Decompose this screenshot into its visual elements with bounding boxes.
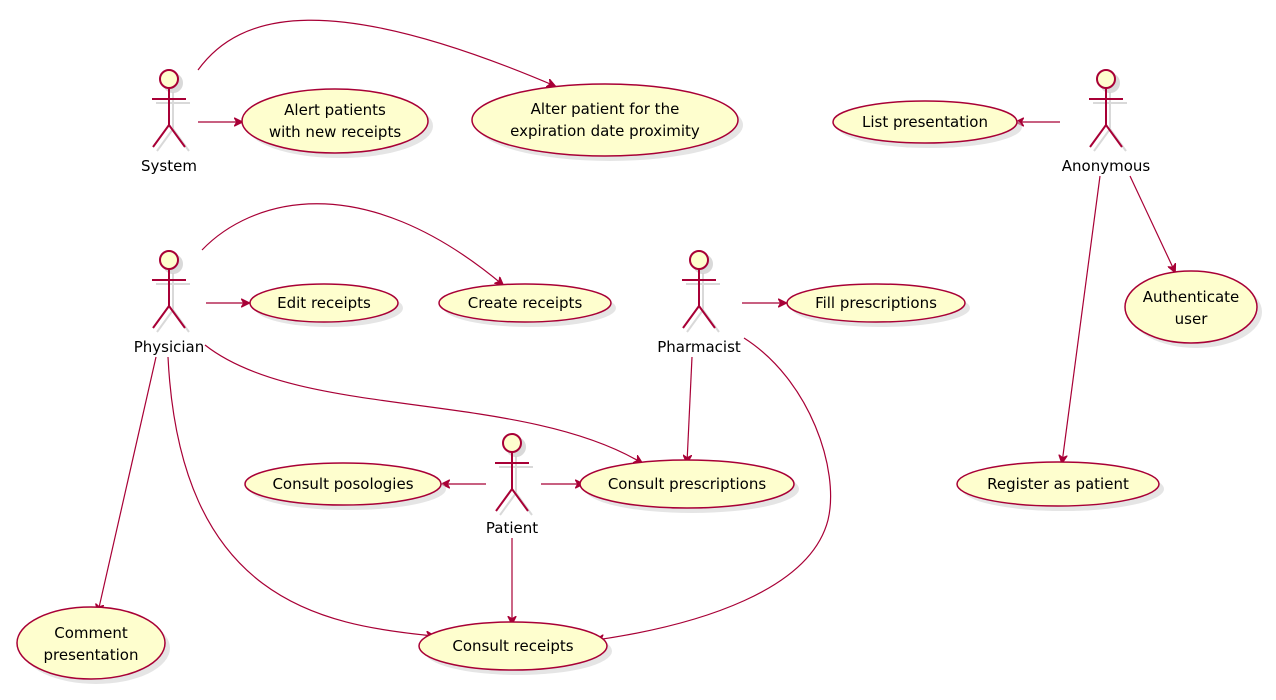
usecase-label: expiration date proximity xyxy=(510,122,700,140)
usecase-comment-presentation: Comment presentation xyxy=(16,606,170,684)
actor-label: Anonymous xyxy=(1062,157,1151,175)
actor-physician: Physician xyxy=(134,250,205,356)
edge-physician-consult-pres xyxy=(204,344,642,463)
actor-label: Patient xyxy=(486,519,538,537)
actor-pharmacist: Pharmacist xyxy=(657,250,741,356)
usecase-label: Comment xyxy=(54,624,128,642)
usecase-label: user xyxy=(1175,310,1209,328)
actor-anonymous: Anonymous xyxy=(1062,69,1151,175)
actor-head-icon xyxy=(689,250,709,270)
usecase-fill-prescriptions: Fill prescriptions xyxy=(786,283,970,327)
actor-label: System xyxy=(141,157,197,175)
edge-physician-consult-rec xyxy=(167,356,434,636)
actor-head-icon xyxy=(1096,69,1116,89)
usecase-label: Consult posologies xyxy=(272,475,413,493)
actor-label: Pharmacist xyxy=(657,338,741,356)
usecase-label: Consult prescriptions xyxy=(608,475,767,493)
usecase-label: Edit receipts xyxy=(277,294,371,312)
edge-physician-comment-pres xyxy=(98,356,157,612)
edge-system-alter-exp xyxy=(197,19,555,86)
usecase-label: Alter patient for the xyxy=(531,100,680,118)
usecase-consult-prescriptions: Consult prescriptions xyxy=(579,459,799,513)
usecase-alert-patients: Alert patients with new receipts xyxy=(241,88,433,158)
actor-head-icon xyxy=(502,433,522,453)
actor-system: System xyxy=(141,69,197,175)
usecase-label: List presentation xyxy=(862,113,988,131)
usecase-label: Register as patient xyxy=(987,475,1129,493)
usecase-label: Consult receipts xyxy=(452,637,573,655)
usecase-label: Fill prescriptions xyxy=(815,294,937,312)
usecase-consult-posologies: Consult posologies xyxy=(244,462,446,510)
usecase-consult-receipts: Consult receipts xyxy=(418,621,612,675)
actor-patient: Patient xyxy=(486,433,538,537)
usecase-create-receipts: Create receipts xyxy=(438,283,616,327)
actor-head-icon xyxy=(159,69,179,89)
usecase-label: Create receipts xyxy=(468,294,583,312)
edge-pharmacist-consult-pres xyxy=(687,356,693,463)
usecase-label: Alert patients xyxy=(284,101,386,119)
usecase-authenticate-user: Authenticate user xyxy=(1124,270,1262,348)
edge-anonymous-register xyxy=(1062,175,1101,463)
usecase-edit-receipts: Edit receipts xyxy=(249,283,403,327)
usecase-label: with new receipts xyxy=(269,123,401,141)
usecase-list-presentation: List presentation xyxy=(832,100,1022,148)
relations xyxy=(98,19,1175,640)
usecase-label: presentation xyxy=(44,646,139,664)
usecase-register-patient: Register as patient xyxy=(956,461,1164,511)
actor-head-icon xyxy=(159,250,179,270)
usecase-alter-expiration: Alter patient for the expiration date pr… xyxy=(471,83,743,161)
usecase-label: Authenticate xyxy=(1143,288,1240,306)
actor-label: Physician xyxy=(134,338,205,356)
edge-anonymous-auth-user xyxy=(1129,175,1175,272)
edge-pharmacist-consult-rec xyxy=(596,337,832,640)
edge-physician-create-rec xyxy=(201,203,503,285)
